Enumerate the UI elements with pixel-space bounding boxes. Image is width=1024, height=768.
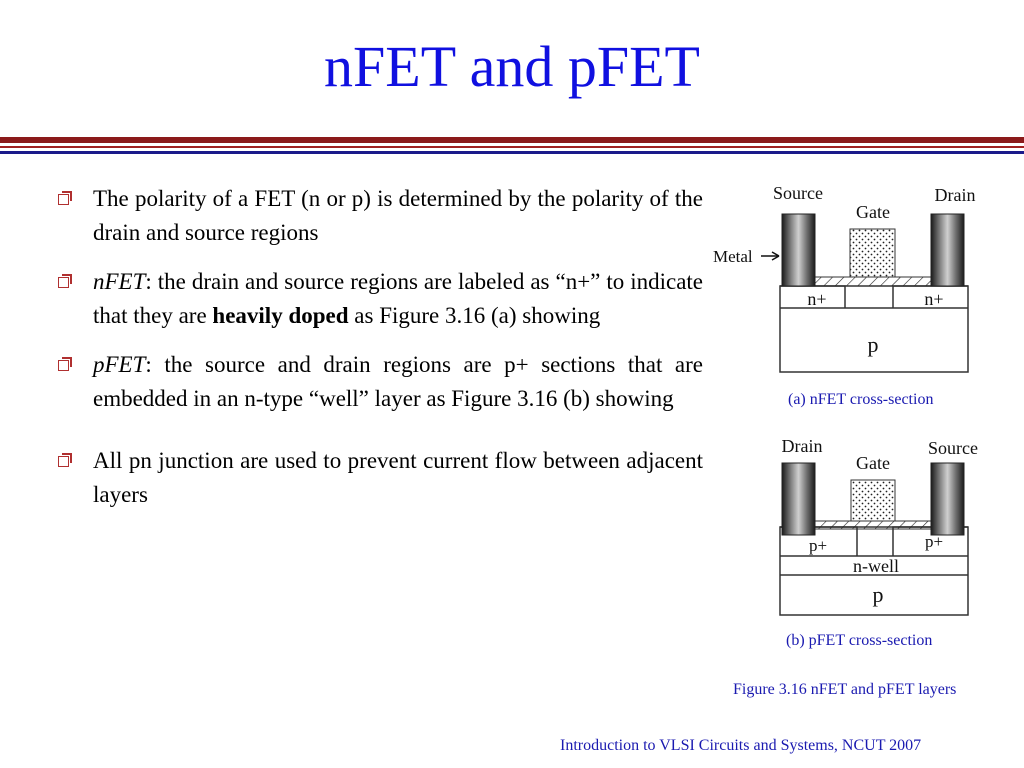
hollow-square-bullet-icon xyxy=(58,453,72,467)
nfet-metal-label: Metal xyxy=(713,247,753,266)
fet-cross-section-figure: Source Drain Gate Metal n+ n+ p Drain So… xyxy=(713,183,978,616)
bullet-text: : the source and drain regions are p+ se… xyxy=(93,352,703,411)
header-rule-middle xyxy=(0,146,1024,148)
pfet-left-region-label: p+ xyxy=(809,536,827,555)
nfet-gate-oxide xyxy=(812,276,934,287)
nfet-substrate-label: p xyxy=(868,332,879,357)
nfet-substrate-outline xyxy=(779,285,969,373)
pfet-cross-section: Drain Source Gate p+ p+ n-well p xyxy=(779,436,978,616)
nfet-right-region-label: n+ xyxy=(924,289,943,309)
bullet-term: nFET xyxy=(93,269,146,294)
pfet-source-label: Source xyxy=(928,438,978,458)
pfet-drain-label: Drain xyxy=(782,436,823,456)
pfet-gate-label: Gate xyxy=(856,453,890,473)
bullet-item: All pn junction are used to prevent curr… xyxy=(58,444,703,512)
header-rule-bottom xyxy=(0,151,1024,154)
bullet-text: The polarity of a FET (n or p) is determ… xyxy=(93,186,703,245)
nfet-gate-poly xyxy=(849,228,896,278)
nfet-drain-metal xyxy=(930,213,965,287)
nfet-left-region-label: n+ xyxy=(807,289,826,309)
pfet-right-region-label: p+ xyxy=(925,532,943,551)
pfet-substrate-label: p xyxy=(873,582,884,607)
hollow-square-bullet-icon xyxy=(58,191,72,205)
bullet-item: pFET: the source and drain regions are p… xyxy=(58,348,703,416)
nfet-drain-label: Drain xyxy=(935,185,976,205)
nfet-caption: (a) nFET cross-section xyxy=(788,391,934,408)
pfet-well-label: n-well xyxy=(853,556,899,576)
bullet-term: pFET xyxy=(93,352,146,377)
pfet-caption: (b) pFET cross-section xyxy=(786,632,933,649)
header-rule-top xyxy=(0,137,1024,143)
nfet-gate-label: Gate xyxy=(856,202,890,222)
slide-title: nFET and pFET xyxy=(324,34,700,99)
pfet-source-metal xyxy=(930,462,965,536)
bullet-item: The polarity of a FET (n or p) is determ… xyxy=(58,182,703,250)
bullet-text: as Figure 3.16 (a) showing xyxy=(348,303,601,328)
bullet-text: All pn junction are used to prevent curr… xyxy=(93,448,703,507)
nfet-cross-section: Source Drain Gate Metal n+ n+ p xyxy=(713,183,976,373)
pfet-gate-oxide xyxy=(812,520,936,530)
hollow-square-bullet-icon xyxy=(58,357,72,371)
bullet-list: The polarity of a FET (n or p) is determ… xyxy=(58,182,703,527)
pfet-drain-metal xyxy=(781,462,816,536)
slide-footer: Introduction to VLSI Circuits and System… xyxy=(560,737,922,754)
figure-caption: Figure 3.16 nFET and pFET layers xyxy=(733,681,957,698)
bullet-bold-text: heavily doped xyxy=(212,303,349,328)
nfet-source-metal xyxy=(781,213,816,287)
hollow-square-bullet-icon xyxy=(58,274,72,288)
pfet-gate-poly xyxy=(850,479,896,522)
pfet-substrate-outline xyxy=(779,526,969,616)
bullet-text: : the drain and source regions are label… xyxy=(93,269,703,328)
nfet-source-label: Source xyxy=(773,183,823,203)
bullet-item: nFET: the drain and source regions are l… xyxy=(58,265,703,333)
